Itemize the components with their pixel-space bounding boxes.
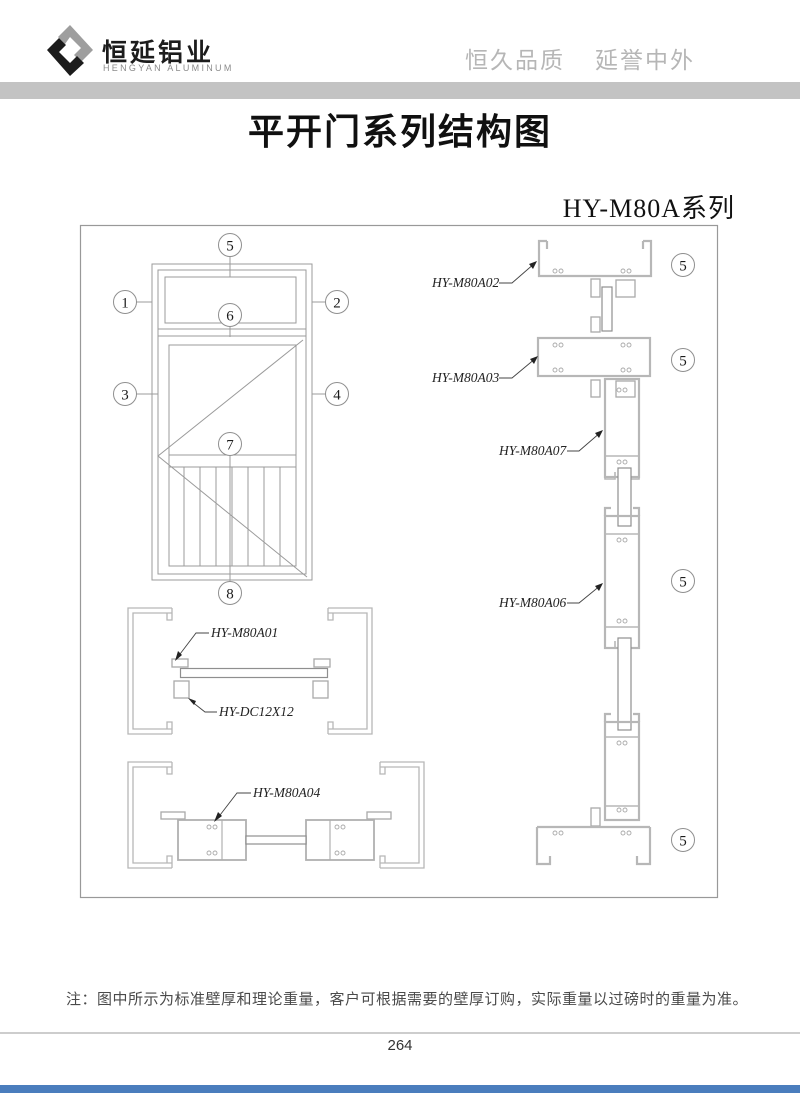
company-logo-icon xyxy=(47,25,93,76)
callout-3: 3 xyxy=(113,382,137,406)
company-slogan: 恒久品质 延誉中外 xyxy=(465,41,695,75)
glass-panel-horizontal-2 xyxy=(245,835,307,845)
section-marker-2: 5 xyxy=(671,348,695,372)
vertical-section-profiles xyxy=(535,239,653,866)
label-seal: HY-DC12X12 xyxy=(218,704,294,719)
slogan-right: 延誉中外 xyxy=(595,47,695,73)
svg-text:5: 5 xyxy=(226,238,234,254)
callout-1: 1 xyxy=(113,290,137,314)
elevation-callouts: 5 1 2 6 3 4 7 xyxy=(113,233,349,605)
label-top-frame: HY-M80A02 xyxy=(431,275,499,290)
svg-text:5: 5 xyxy=(679,353,687,369)
horizontal-section-jamb xyxy=(127,607,373,735)
profile-transom xyxy=(536,336,652,378)
svg-text:5: 5 xyxy=(679,258,687,274)
profile-door-stile xyxy=(603,506,641,650)
label-door-stile: HY-M80A06 xyxy=(498,595,566,610)
stile-box-right xyxy=(305,819,375,861)
profile-labels: HY-M80A02 HY-M80A03 HY-M80A07 HY-M80A06 … xyxy=(210,275,567,800)
diagram-border xyxy=(79,224,719,899)
section-marker-3: 5 xyxy=(671,569,695,593)
profile-top-frame xyxy=(537,239,653,278)
svg-text:1: 1 xyxy=(121,295,129,311)
horizontal-section-interlock xyxy=(127,761,425,869)
page-number: 264 xyxy=(387,1037,413,1054)
svg-text:5: 5 xyxy=(679,833,687,849)
footer-divider-line xyxy=(0,1032,800,1034)
label-jamb: HY-M80A01 xyxy=(210,625,278,640)
svg-text:2: 2 xyxy=(333,295,341,311)
svg-text:6: 6 xyxy=(226,308,234,324)
seal-block-right xyxy=(312,680,329,699)
company-name-en: HENGYAN ALUMINUM xyxy=(103,63,234,73)
glass-panel-2 xyxy=(617,467,632,527)
label-mullion-upper: HY-M80A07 xyxy=(498,443,567,458)
profile-mullion-upper xyxy=(603,377,641,480)
callout-2: 2 xyxy=(325,290,349,314)
louver-slats xyxy=(183,467,281,566)
slogan-left: 恒久品质 xyxy=(465,47,565,73)
callout-8: 8 xyxy=(218,581,242,605)
footer-note: 注：图中所示为标准壁厚和理论重量，客户可根据需要的壁厚订购，实际重量以过磅时的重… xyxy=(66,991,749,1008)
section-markers: 5 5 5 5 xyxy=(671,253,695,852)
svg-text:3: 3 xyxy=(121,387,129,403)
series-label: HY-M80A系列 xyxy=(562,194,735,223)
callout-5: 5 xyxy=(218,233,242,257)
glass-panel-1 xyxy=(601,286,613,332)
section-marker-4: 5 xyxy=(671,828,695,852)
footer-accent-bar xyxy=(0,1085,800,1093)
svg-text:8: 8 xyxy=(226,586,234,602)
profile-leaders xyxy=(176,262,602,820)
glass-panel-horizontal-1 xyxy=(179,667,329,679)
callout-4: 4 xyxy=(325,382,349,406)
profile-clips xyxy=(552,268,632,836)
profile-door-rail xyxy=(603,712,641,822)
label-transom: HY-M80A03 xyxy=(431,370,499,385)
seal-block-left xyxy=(173,680,190,699)
svg-text:4: 4 xyxy=(333,387,341,403)
callout-7: 7 xyxy=(218,432,242,456)
label-interlock: HY-M80A04 xyxy=(252,785,320,800)
callout-6: 6 xyxy=(218,303,242,327)
section-marker-1: 5 xyxy=(671,253,695,277)
page-title: 平开门系列结构图 xyxy=(247,111,552,152)
header-divider-bar xyxy=(0,82,800,99)
door-elevation xyxy=(136,257,326,581)
glass-panel-3 xyxy=(617,637,632,731)
company-name: 恒延铝业 xyxy=(102,39,215,67)
svg-text:5: 5 xyxy=(679,574,687,590)
leader-arrowheads xyxy=(175,261,603,822)
stile-box-left xyxy=(177,819,247,861)
profile-threshold xyxy=(535,825,652,866)
svg-text:7: 7 xyxy=(226,437,234,453)
